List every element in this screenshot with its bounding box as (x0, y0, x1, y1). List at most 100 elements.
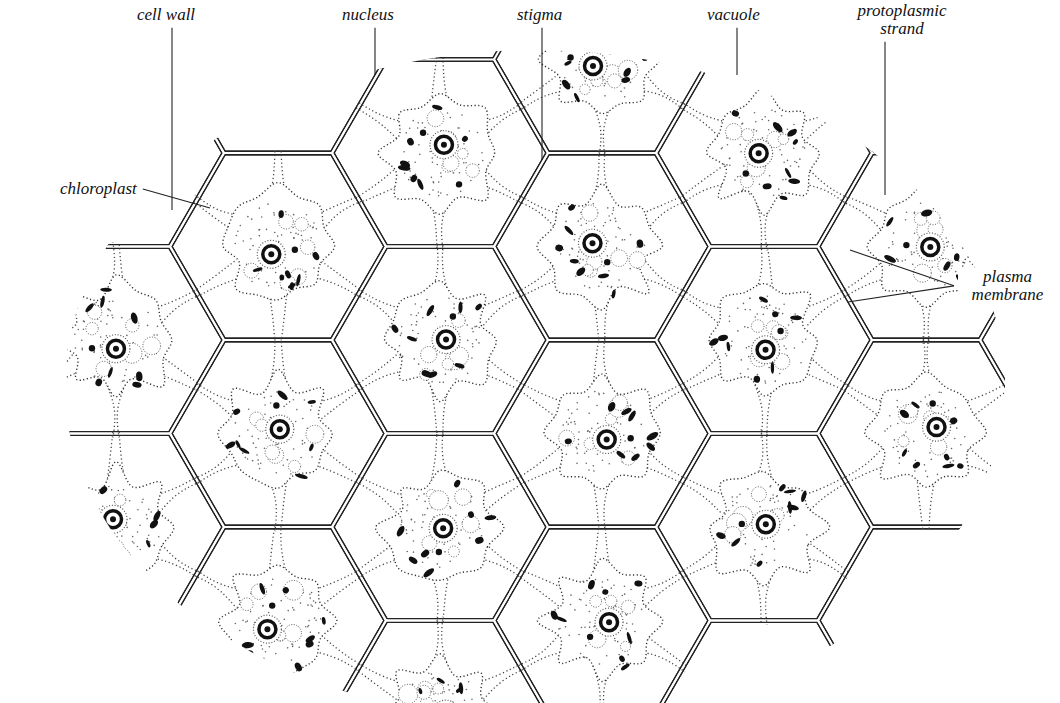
cytoplasm-stipple (630, 234, 632, 236)
nucleolus (277, 426, 283, 432)
protoplasmic-strand (516, 635, 558, 666)
cytoplasm-stipple (944, 284, 946, 286)
cytoplasm-stipple (148, 534, 150, 536)
cytoplasm-stipple (236, 607, 238, 609)
cytoplasm-stipple (402, 356, 404, 358)
protoplasmic-strand (321, 200, 363, 231)
cytoplasm-stipple (259, 207, 261, 209)
cytoplasm-stipple (427, 557, 429, 559)
stigma (903, 242, 909, 248)
cytoplasm-stipple (573, 45, 575, 47)
cytoplasm-stipple (585, 462, 587, 464)
chloroplast (224, 440, 236, 450)
cytoplasm-stipple (131, 558, 133, 560)
cytoplasm-stipple (940, 406, 942, 408)
protoplast (192, 149, 364, 344)
chloroplast (422, 567, 436, 579)
cytoplasm-stipple (100, 320, 102, 322)
cytoplasm-stipple (111, 489, 113, 491)
chloroplast (281, 586, 290, 595)
cytoplasm-stipple (954, 438, 956, 440)
cytoplasm-stipple (292, 646, 294, 648)
cytoplasm-stipple (729, 157, 731, 159)
cytoplasm-stipple (235, 422, 237, 424)
cytoplasm-stipple (429, 151, 431, 153)
cytoplasm-stipple (460, 529, 462, 531)
nucleus-halo (432, 326, 460, 354)
cytoplasm-stipple (959, 230, 961, 232)
cytoplasm-stipple (759, 183, 761, 185)
cytoplasm-stipple (433, 181, 435, 183)
nucleus (757, 516, 774, 533)
cytoplasm-stipple (748, 346, 750, 348)
cytoplasm-stipple (739, 117, 741, 119)
cytoplasm-stipple (761, 554, 763, 556)
cytoplasm-stipple (421, 527, 423, 529)
cytoplasm-stipple (292, 644, 294, 646)
protoplasmic-strand (192, 448, 234, 479)
vacuole (938, 258, 952, 272)
protoplasmic-strand (354, 168, 396, 199)
cytoplasm-stipple (448, 297, 450, 299)
wall-inner (656, 434, 872, 621)
cytoplasm-stipple (422, 317, 424, 319)
cytoplasm-stipple (576, 408, 578, 410)
cytoplasm-stipple (775, 307, 777, 309)
cytoplasm-stipple (772, 498, 774, 500)
cytoplasm-stipple (751, 562, 753, 564)
cytoplasm-stipple (406, 529, 408, 531)
cytoplasm-stipple (242, 620, 244, 622)
vacuole (306, 425, 324, 443)
cytoplasm-stipple (308, 625, 310, 627)
cytoplasm-stipple (251, 281, 253, 283)
chloroplast (717, 334, 728, 342)
cytoplasm-stipple (722, 518, 724, 520)
cytoplasm-stipple (146, 518, 148, 520)
cytoplasm-stipple (571, 248, 573, 250)
cytoplasm-stipple (313, 222, 315, 224)
cytoplasm-stipple (146, 514, 148, 516)
cytoplasm-stipple (432, 161, 434, 163)
cytoplasm-stipple (265, 662, 267, 664)
cytoplasm-stipple (597, 453, 599, 455)
cytoplasm-stipple (124, 375, 126, 377)
cytoplasm-stipple (409, 170, 411, 172)
cytoplasm-stipple (775, 380, 777, 382)
stigma (89, 345, 95, 351)
protoplast (678, 55, 850, 250)
protoplasmic-strand (312, 569, 360, 590)
cytoplasm-stipple (893, 232, 895, 234)
chloroplast (278, 210, 284, 218)
chloroplast (418, 688, 423, 695)
cytoplasm-stipple (283, 619, 285, 621)
wall-outer (332, 59, 548, 246)
nucleus-halo (257, 240, 285, 268)
cytoplasm-stipple (478, 327, 480, 329)
cytoplasm-stipple (438, 181, 440, 183)
chloroplast (252, 266, 263, 272)
cytoplasm-stipple (295, 233, 297, 235)
cytoplasm-stipple (746, 347, 748, 349)
chloroplast (731, 109, 740, 117)
cytoplasm-stipple (896, 400, 898, 402)
cytoplasm-stipple (91, 541, 93, 543)
cytoplasm-stipple (731, 345, 733, 347)
cytoplasm-stipple (82, 538, 84, 540)
cytoplasm-stipple (437, 563, 439, 565)
cytoplasm-stipple (578, 251, 580, 253)
cytoplasm-stipple (156, 334, 158, 336)
cytoplasm-stipple (607, 579, 609, 581)
cytoplasm-stipple (729, 158, 731, 160)
cytoplasm-stipple (251, 218, 253, 220)
cytoplasm-stipple (470, 180, 472, 182)
cytoplasm-stipple (955, 271, 957, 273)
cytoplasm-stipple (796, 162, 798, 164)
cytoplasm-stipple (773, 310, 775, 312)
protoplasmic-strand (840, 387, 882, 418)
cytoplasm-stipple (896, 258, 898, 260)
chloroplast (790, 315, 802, 320)
cytoplasm-stipple (460, 191, 462, 193)
protoplasmic-strand (516, 574, 558, 605)
cytoplasm-stipple (445, 320, 447, 322)
cytoplasm-stipple (574, 421, 576, 423)
